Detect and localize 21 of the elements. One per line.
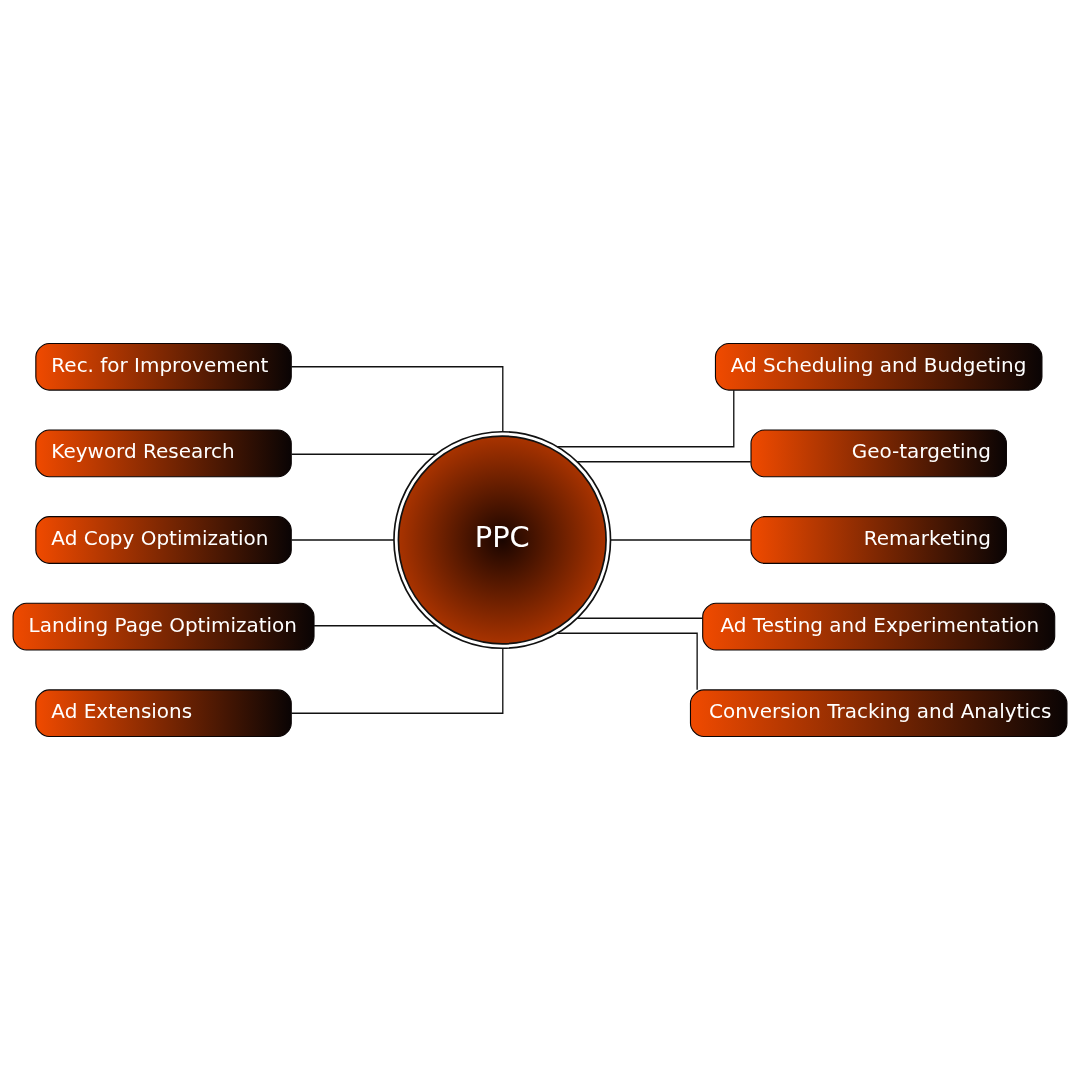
node-box: Remarketing bbox=[750, 516, 1007, 564]
node-box: Ad Testing and Experimentation bbox=[702, 602, 1056, 651]
node-box: Keyword Research bbox=[35, 429, 292, 478]
node-box: Ad Copy Optimization bbox=[35, 516, 292, 564]
node-box: Ad Scheduling and Budgeting bbox=[714, 342, 1043, 391]
connector bbox=[290, 648, 504, 714]
node-box: Geo-targeting bbox=[750, 429, 1007, 478]
node-circle: PPC bbox=[393, 430, 612, 650]
node-box: Landing Page Optimization bbox=[12, 602, 315, 651]
connector bbox=[290, 539, 395, 541]
node-box: Conversion Tracking and Analytics bbox=[689, 689, 1068, 738]
connector bbox=[609, 539, 752, 541]
connector bbox=[556, 632, 698, 691]
node-box: Ad Extensions bbox=[35, 689, 292, 738]
connector bbox=[313, 625, 437, 627]
connector bbox=[556, 389, 735, 448]
connector bbox=[576, 461, 752, 463]
connector bbox=[290, 366, 504, 432]
connector bbox=[576, 617, 704, 619]
node-box: Rec. for Improvement bbox=[35, 342, 292, 391]
connector bbox=[290, 453, 437, 455]
